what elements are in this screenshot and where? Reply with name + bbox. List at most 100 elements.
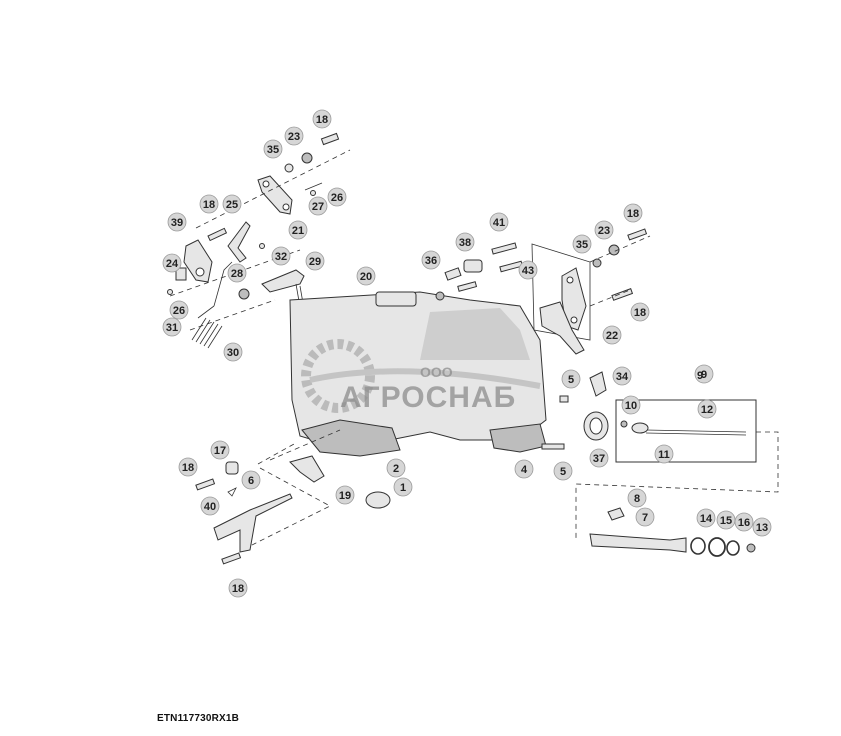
callout-label: 39 [171,217,183,229]
callout-4: 4 [514,459,534,479]
callout-label: 5 [568,374,574,386]
callout-32: 32 [271,246,291,266]
callout-5: 5 [561,369,581,389]
lower-left-assembly [195,429,391,565]
spring-part-19 [289,455,325,483]
callout-28: 28 [227,263,247,283]
callout-label: 9 [701,369,707,381]
cover-part [375,291,417,307]
callout-36: 36 [421,250,441,270]
snap-ring-15 [708,537,726,557]
pin-part [310,190,316,196]
callout-30: 30 [223,342,243,362]
callout-38: 38 [455,232,475,252]
callout-label: 40 [204,501,216,513]
arm-part [261,269,305,293]
callout-2: 2 [386,458,406,478]
bolt-part-9 [611,288,634,301]
callout-label: 1 [400,482,406,494]
nut-part [284,163,294,173]
callout-29: 29 [305,251,325,271]
callout-22: 22 [602,325,622,345]
callout-21: 21 [288,220,308,240]
callout-17: 17 [210,440,230,460]
bracket-part-2 [539,301,585,355]
right-upper-assembly [531,228,651,397]
callout-34: 34 [612,366,632,386]
callout-14: 14 [696,508,716,528]
bushing-part [463,259,483,273]
bushing-part-17 [225,461,239,475]
callout-label: 43 [522,265,534,277]
link-plate [561,267,587,331]
washer-part-4 [608,244,620,256]
callout-label: 32 [275,251,287,263]
pin-part-3 [559,395,569,403]
callout-label: 29 [309,256,321,268]
callout-label: 35 [576,239,588,251]
callout-label: 23 [288,131,300,143]
callout-label: 12 [701,404,713,416]
panel-outline [531,243,591,341]
callout-label: 11 [658,449,670,461]
snap-ring-16 [726,540,740,556]
callout-9: 9 [694,364,714,384]
callout-12: 12 [697,399,717,419]
callout-43: 43 [518,260,538,280]
pin-part-2 [167,289,173,295]
bolt-part [320,132,340,146]
callout-label: 16 [738,517,750,529]
callout-27: 27 [308,196,328,216]
callout-35: 35 [263,139,283,159]
callout-37: 37 [589,448,609,468]
callout-label: 18 [203,199,215,211]
callout-23: 23 [284,126,304,146]
callout-label: 21 [292,225,304,237]
callout-16: 16 [734,512,754,532]
nut-part-3 [592,258,602,268]
callout-label: 23 [598,225,610,237]
callout-15: 15 [716,510,736,530]
spacer-part [175,267,187,281]
callout-label: 38 [459,237,471,249]
washer-part-3 [435,291,445,301]
callout-label: 27 [312,201,324,213]
callout-18: 18 [199,194,219,214]
bolt-part-8 [627,228,648,241]
callout-label: 37 [593,453,605,465]
callout-label: 35 [267,144,279,156]
callout-label: 18 [182,462,194,474]
figure-code: ETN117730RX1B [157,713,240,724]
callout-26: 26 [327,187,347,207]
nut-part-13 [746,543,756,553]
callout-label: 34 [616,371,629,383]
callout-label: 18 [627,208,639,220]
callout-label: 7 [642,512,648,524]
right-middle-assembly [575,399,779,540]
callout-5: 5 [553,461,573,481]
callout-25: 25 [222,194,242,214]
callout-label: 2 [393,463,399,475]
callout-label: 20 [360,271,372,283]
callout-label: 26 [173,305,185,317]
lever-part-2 [589,371,607,397]
watermark-logo [301,308,541,413]
callout-label: 4 [521,464,528,476]
nut-part-2 [238,288,250,300]
rod-box [615,399,757,463]
callout-7: 7 [635,507,655,527]
callout-label: 6 [248,475,254,487]
callout-39: 39 [167,212,187,232]
callout-35: 35 [572,234,592,254]
bolt-part-2 [207,227,228,242]
callout-label: 30 [227,347,239,359]
callout-label: 17 [214,445,226,457]
callout-label: 22 [606,330,618,342]
callout-18: 18 [623,203,643,223]
washer-part-2 [259,243,265,249]
plate-part [183,239,213,283]
callout-label: 26 [331,192,343,204]
watermark-prefix: ООО [420,364,453,380]
